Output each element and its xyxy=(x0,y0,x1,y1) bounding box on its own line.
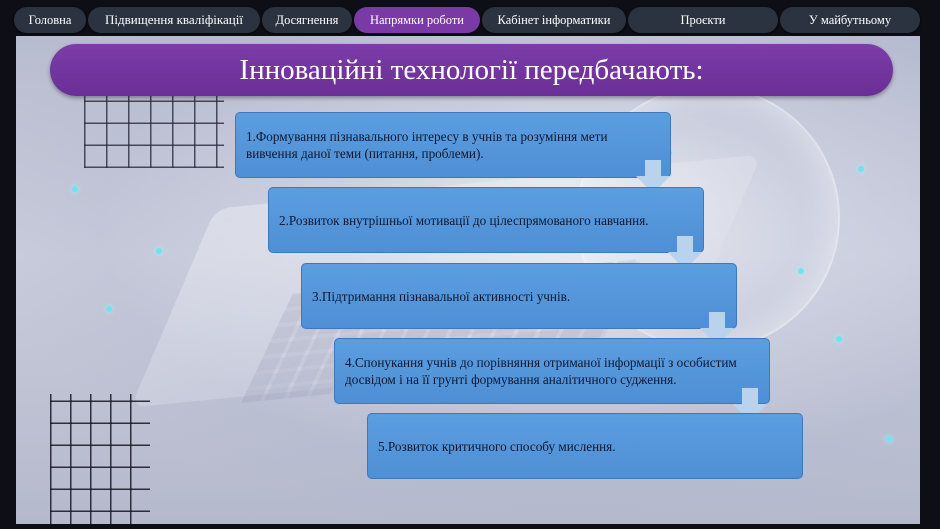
step-text: 4.Спонукання учнів до порівняння отриман… xyxy=(345,355,737,387)
nav-tab-achievements[interactable]: Досягнення xyxy=(262,7,352,33)
glow-dot xyxy=(106,306,112,312)
nav-tab-label: Підвищення кваліфікації xyxy=(104,12,243,27)
nav-tab-label: Кабінет інформатики xyxy=(497,12,611,27)
glow-dot xyxy=(858,166,864,172)
nav-tab-qualification[interactable]: Підвищення кваліфікації xyxy=(88,7,260,33)
nav-tab-label: У майбутньому xyxy=(808,12,892,27)
glow-dot xyxy=(798,268,804,274)
nav-tab-informatics-cabinet[interactable]: Кабінет інформатики xyxy=(482,7,626,33)
glow-dot xyxy=(156,248,162,254)
step-text: 1.Формування пізнавального інтересу в уч… xyxy=(246,129,608,161)
nav-tab-label: Головна xyxy=(28,12,72,27)
grid-decoration-bottom xyxy=(50,394,150,524)
step-box-2: 2.Розвиток внутрішньої мотивації до ціле… xyxy=(268,187,704,253)
nav-tab-projects[interactable]: Проєкти xyxy=(628,7,778,33)
glow-dot xyxy=(72,186,78,192)
nav-tab-label: Напрямки роботи xyxy=(370,12,464,27)
nav-tab-label: Проєкти xyxy=(680,12,726,27)
glow-dot xyxy=(836,336,842,342)
nav-tab-home[interactable]: Головна xyxy=(14,7,86,33)
nav-tab-label: Досягнення xyxy=(275,12,339,27)
step-box-1: 1.Формування пізнавального інтересу в уч… xyxy=(235,112,671,178)
step-text: 3.Підтримання пізнавальної активності уч… xyxy=(312,288,571,304)
step-box-4: 4.Спонукання учнів до порівняння отриман… xyxy=(334,338,770,404)
step-text: 5.Розвиток критичного способу мислення. xyxy=(378,438,616,454)
step-box-3: 3.Підтримання пізнавальної активності уч… xyxy=(301,263,737,329)
glow-dot xyxy=(886,436,892,442)
nav-tab-directions[interactable]: Напрямки роботи xyxy=(354,7,480,33)
step-box-5: 5.Розвиток критичного способу мислення. xyxy=(367,413,803,479)
nav-tab-future[interactable]: У майбутньому xyxy=(780,7,920,33)
top-navigation: Головна Підвищення кваліфікації Досягнен… xyxy=(0,0,940,36)
step-text: 2.Розвиток внутрішньої мотивації до ціле… xyxy=(279,212,649,228)
slide-title: Інноваційні технології передбачають: xyxy=(50,44,893,96)
